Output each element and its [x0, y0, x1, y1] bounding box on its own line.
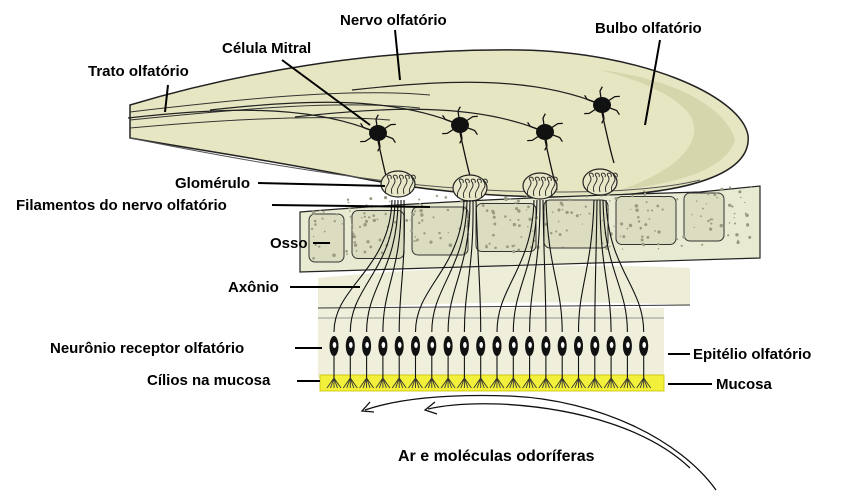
glomerulo [523, 173, 557, 199]
label-bulbo-olfatorio: Bulbo olfatório [595, 20, 702, 38]
label-mucosa: Mucosa [716, 376, 772, 394]
label-trato-olfatorio: Trato olfatório [88, 63, 189, 81]
label-epitelio: Epitélio olfatório [693, 346, 811, 364]
label-celula-mitral: Célula Mitral [222, 40, 311, 58]
bone-block [544, 200, 608, 248]
glomerulo [583, 169, 617, 195]
label-ar-moleculas: Ar e moléculas odoríferas [398, 448, 595, 466]
airflow-arrows [362, 396, 716, 490]
label-filamentos: Filamentos do nervo olfatório [16, 197, 227, 215]
glomerulo [453, 175, 487, 201]
label-cilios: Cílios na mucosa [147, 372, 270, 390]
label-osso: Osso [270, 235, 308, 253]
label-glomerulo: Glomérulo [175, 175, 250, 193]
bone-block [684, 193, 724, 241]
epitelio-region [318, 266, 690, 378]
glomerulo [381, 171, 415, 197]
label-axonio: Axônio [228, 279, 279, 297]
label-neuronio-receptor: Neurônio receptor olfatório [50, 340, 244, 358]
osso-plate [300, 186, 760, 272]
label-nervo-olfatorio: Nervo olfatório [340, 12, 447, 30]
